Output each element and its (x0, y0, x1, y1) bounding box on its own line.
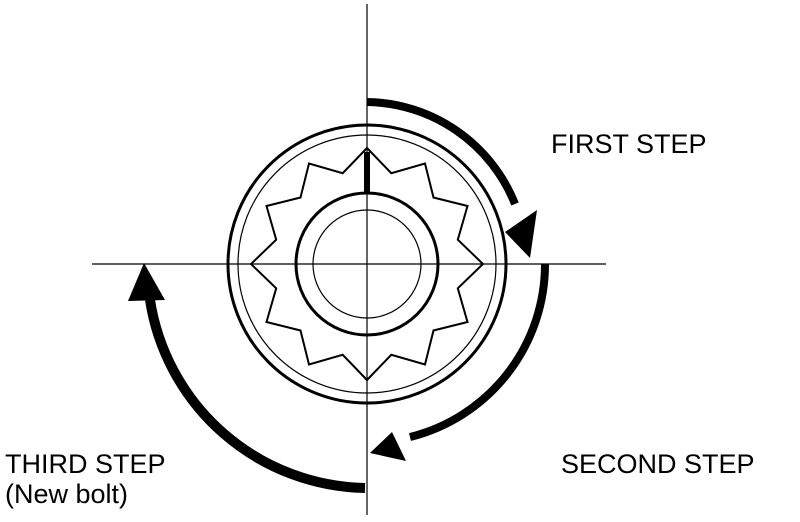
first-step-arrowhead (505, 210, 537, 258)
first-step-label: FIRST STEP (551, 129, 707, 159)
first-step-arrow (366, 98, 519, 206)
second-step-label: SECOND STEP (561, 449, 755, 479)
bolt-shank-inner-circle (312, 209, 422, 319)
second-step-arrow (409, 263, 550, 441)
flange-inner-circle (237, 134, 497, 394)
second-step-arrowhead (370, 432, 406, 461)
third-step-label: THIRD STEP (5, 449, 166, 479)
bolt-head-star (249, 146, 485, 382)
third-step-arrow (145, 299, 366, 493)
third-step-arrowhead (128, 263, 165, 301)
flange-outer-circle (226, 123, 508, 405)
third-step-note-label: (New bolt) (5, 479, 129, 509)
